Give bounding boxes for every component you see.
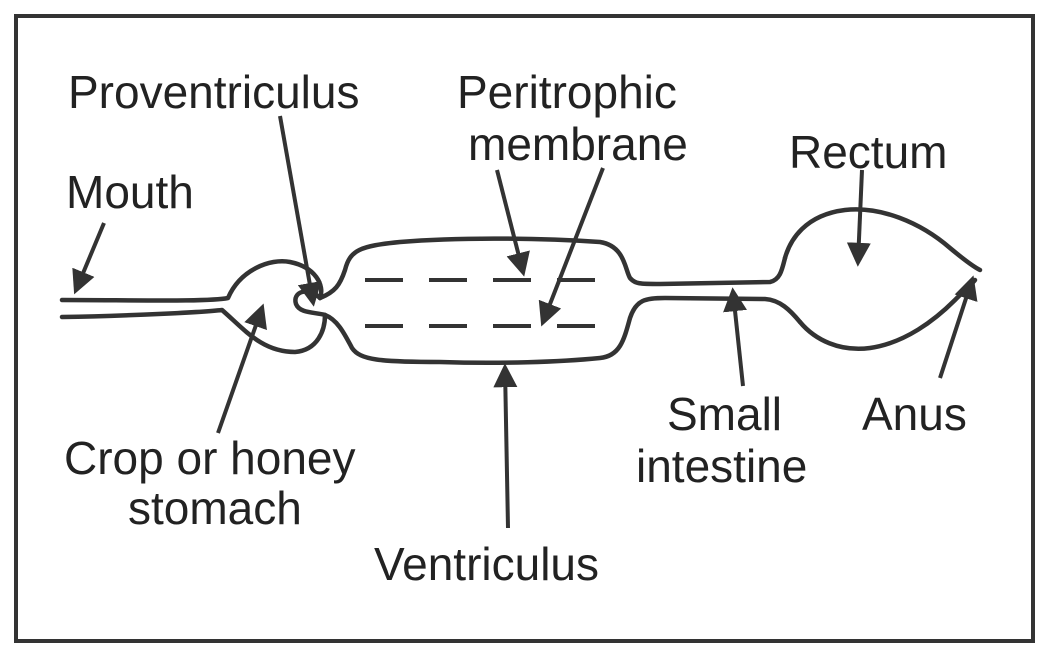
ventriculus-arrow [493,363,518,529]
gut-outline [59,207,983,366]
label-ventriculus: Ventriculus [374,538,599,590]
label-rectum: Rectum [789,126,947,178]
label-peritrophic-line1: Peritrophic [457,66,677,118]
proventriculus-arrow [278,115,322,307]
rectum-arrow [846,169,871,267]
anus-arrow [938,275,978,379]
rectum-outline-lower [797,277,978,351]
label-crop-line1: Crop or honey [64,432,356,484]
crop-arrow [216,303,267,434]
label-small-intestine-line1: Small [667,388,782,440]
label-peritrophic-line2: membrane [468,118,688,170]
esophagus-lower [59,307,328,355]
ventriculus-outline-lower [322,295,803,366]
peritrophic-arrow-lower [538,167,605,327]
label-anus: Anus [862,388,967,440]
rectum-outline-upper [782,207,983,273]
label-proventriculus: Proventriculus [68,66,359,118]
peritrophic-arrow-upper [495,169,530,277]
diagram-frame [14,14,1035,643]
small-intestine-arrow [723,287,747,387]
ventriculus-outline [317,236,788,301]
mouth-arrow [72,222,106,295]
label-crop-line2: stomach [128,482,302,534]
label-small-intestine-line2: intestine [636,440,807,492]
label-mouth: Mouth [66,166,194,218]
esophagus-upper [59,259,324,303]
